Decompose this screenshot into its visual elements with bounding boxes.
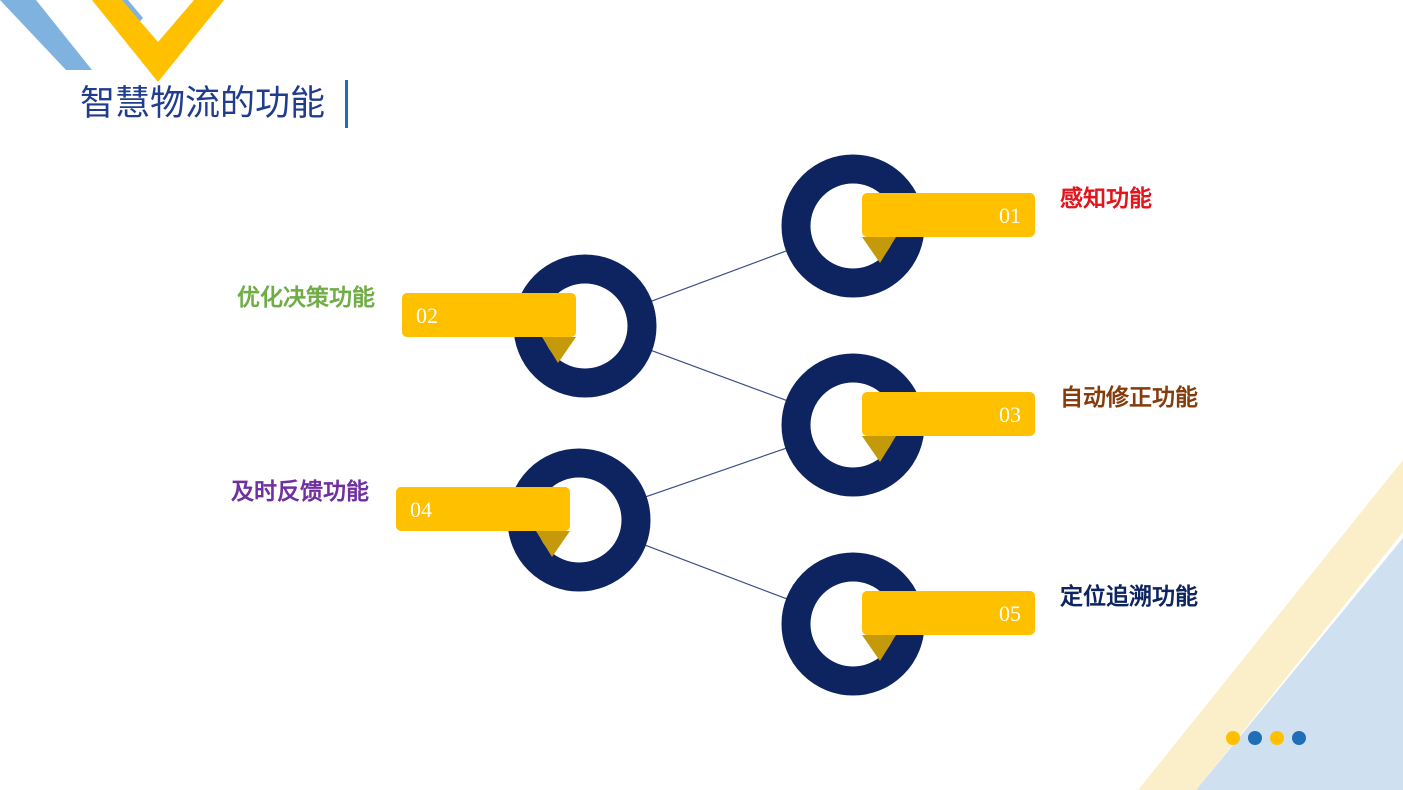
ribbon-fold <box>862 237 896 263</box>
node-03: 03 自动修正功能 <box>781 353 1198 497</box>
node-number: 03 <box>999 402 1021 427</box>
node-number: 01 <box>999 203 1021 228</box>
node-label: 定位追溯功能 <box>1060 583 1198 610</box>
connector-02-03 <box>649 349 789 402</box>
node-label: 及时反馈功能 <box>231 478 369 505</box>
connector-04-03 <box>644 447 788 498</box>
ribbon-fold <box>536 531 570 557</box>
node-number: 04 <box>410 497 432 522</box>
pager-dot-3 <box>1270 731 1284 745</box>
function-nodes: 01 感知功能 02 优化决策功能 03 自动修正功能 04 及时反馈功能 05 定位追溯功能 <box>231 154 1198 696</box>
pager-dots <box>1226 731 1306 745</box>
ribbon-fold <box>862 436 896 462</box>
ribbon-band <box>862 591 1035 635</box>
ribbon-fold <box>542 337 576 363</box>
ribbon-band <box>862 392 1035 436</box>
ribbon-fold <box>862 635 896 661</box>
corner-stripe-pale-yellow <box>1138 460 1403 790</box>
connector-lines <box>643 249 789 600</box>
node-number: 02 <box>416 303 438 328</box>
node-05: 05 定位追溯功能 <box>781 552 1198 696</box>
node-02: 02 优化决策功能 <box>237 254 657 398</box>
connector-02-01 <box>649 249 789 303</box>
ribbon-band <box>402 293 576 337</box>
title-accent-bar <box>345 80 348 128</box>
corner-chevron-yellow <box>92 0 224 82</box>
corner-stripe-pale-blue <box>1196 538 1403 790</box>
ribbon-band <box>396 487 570 531</box>
node-04: 04 及时反馈功能 <box>231 448 651 592</box>
page-title: 智慧物流的功能 <box>80 84 326 124</box>
pager-dot-4 <box>1292 731 1306 745</box>
pager-dot-1 <box>1226 731 1240 745</box>
pager-dot-2 <box>1248 731 1262 745</box>
node-label: 优化决策功能 <box>237 284 375 311</box>
node-01: 01 感知功能 <box>781 154 1152 298</box>
node-label: 自动修正功能 <box>1060 384 1198 411</box>
corner-stripe-blue <box>0 0 92 70</box>
node-number: 05 <box>999 601 1021 626</box>
ribbon-band <box>862 193 1035 237</box>
node-label: 感知功能 <box>1060 185 1152 212</box>
connector-04-05 <box>643 544 789 600</box>
